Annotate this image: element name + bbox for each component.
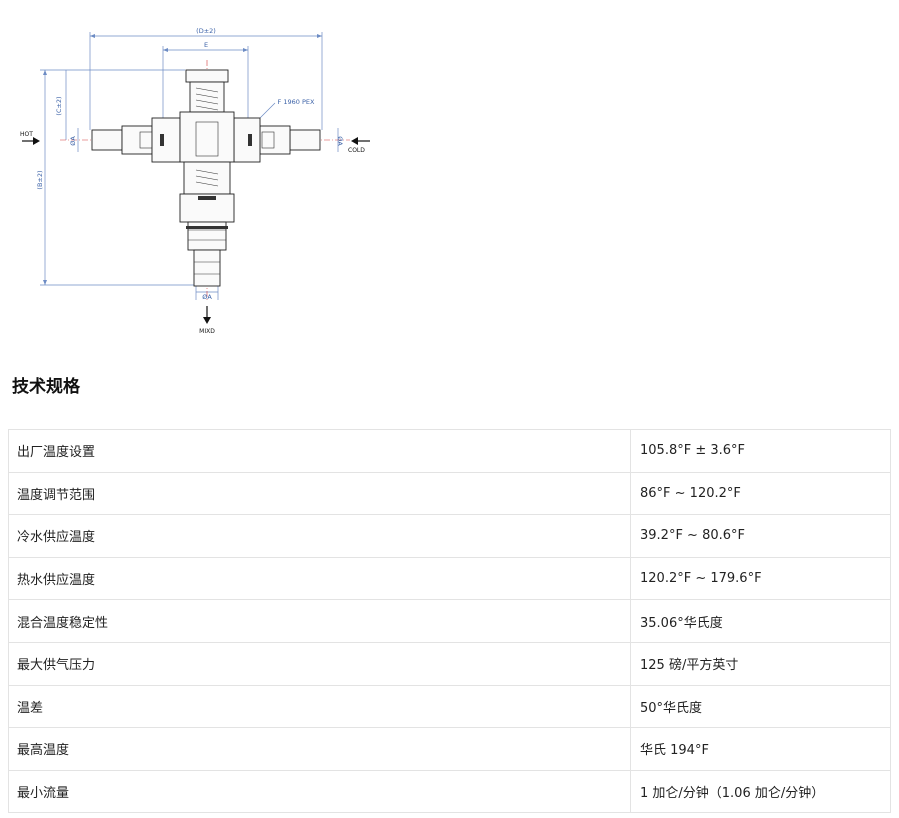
table-row: 温度调节范围 86°F ~ 120.2°F [8,471,891,516]
valve-technical-drawing: (D±2) E (C±2) (B±2) ØA ØA ØA F 1960 PEX … [0,0,380,345]
table-row: 冷水供应温度 39.2°F ~ 80.6°F [8,514,891,558]
spec-label: 出厂温度设置 [8,429,631,473]
spec-value: 105.8°F ± 3.6°F [630,429,891,473]
cold-label: COLD [348,147,365,154]
spec-value: 120.2°F ~ 179.6°F [630,556,891,601]
dimension-d-label: (D±2) [196,27,216,35]
dimension-c-label: (C±2) [55,96,63,115]
dimension-b-label: (B±2) [36,170,44,189]
mixed-label: MIXD [199,328,215,335]
pex-label: F 1960 PEX [278,98,315,106]
spec-value: 39.2°F ~ 80.6°F [630,514,891,558]
spec-label: 最大供气压力 [8,641,631,686]
table-row: 最小流量 1 加仑/分钟（1.06 加仑/分钟） [8,769,891,814]
table-row: 温差 50°华氏度 [8,684,891,729]
dimension-a-right-label: ØA [336,136,344,146]
spec-label: 温差 [8,684,631,729]
spec-label: 温度调节范围 [8,471,631,516]
table-row: 热水供应温度 120.2°F ~ 179.6°F [8,556,891,601]
valve-shading [160,134,252,229]
spec-label: 混合温度稳定性 [8,599,631,643]
section-title: 技术规格 [12,377,80,397]
specs-table: 出厂温度设置 105.8°F ± 3.6°F 温度调节范围 86°F ~ 120… [8,429,891,814]
spec-label: 最小流量 [8,769,631,814]
spec-value: 50°华氏度 [630,684,891,729]
spec-label: 热水供应温度 [8,556,631,601]
spec-label: 最高温度 [8,727,631,771]
hot-label: HOT [20,131,33,138]
table-row: 混合温度稳定性 35.06°华氏度 [8,599,891,643]
valve-internals [139,87,275,275]
spec-label: 冷水供应温度 [8,514,631,558]
dimension-arrows [43,34,322,285]
dimension-a-bottom-label: ØA [202,293,212,301]
spec-value: 35.06°华氏度 [630,599,891,643]
dimension-a-left-label: ØA [69,136,77,146]
spec-value: 86°F ~ 120.2°F [630,471,891,516]
flow-arrows [22,137,370,324]
table-row: 出厂温度设置 105.8°F ± 3.6°F [8,429,891,473]
valve-body [91,69,321,287]
table-row: 最大供气压力 125 磅/平方英寸 [8,641,891,686]
spec-value: 1 加仑/分钟（1.06 加仑/分钟） [630,769,891,814]
spec-value: 125 磅/平方英寸 [630,641,891,686]
dimension-e-label: E [204,41,208,49]
spec-value: 华氏 194°F [630,727,891,771]
table-row: 最高温度 华氏 194°F [8,727,891,771]
